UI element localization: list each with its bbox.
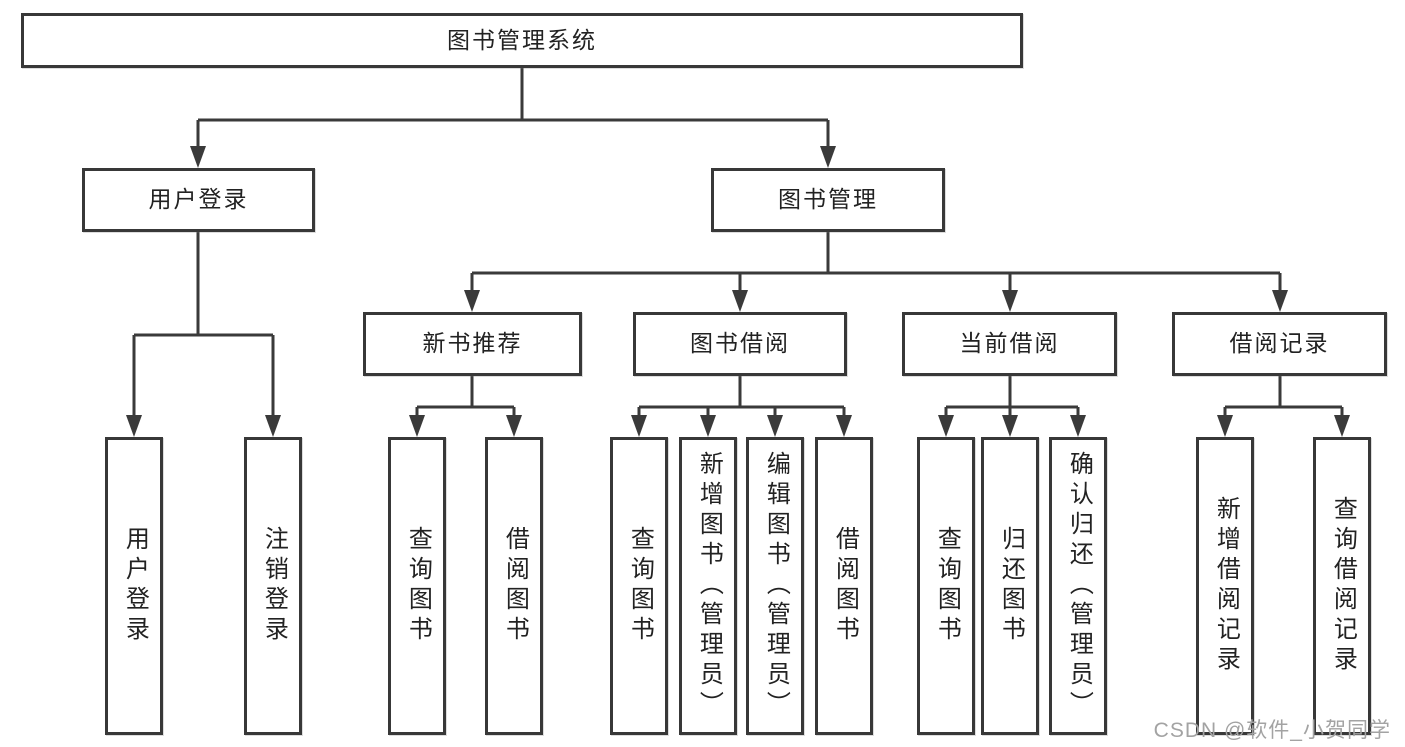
connector-book-mgmt-to-level3 xyxy=(470,232,1282,291)
arrowhead xyxy=(938,415,954,437)
node-root: 图书管理系统 xyxy=(21,13,1023,68)
node-book-management: 图书管理 xyxy=(711,168,945,232)
arrowhead xyxy=(1272,290,1288,312)
arrowhead xyxy=(1002,415,1018,437)
leaf-add-borrow-record: 新增借阅记录 xyxy=(1196,437,1254,735)
arrowhead xyxy=(1334,415,1350,437)
arrowhead xyxy=(732,290,748,312)
arrowhead xyxy=(700,415,716,437)
arrowhead xyxy=(464,290,480,312)
leaf-query-borrow-record: 查询借阅记录 xyxy=(1313,437,1371,735)
arrowhead xyxy=(1070,415,1086,437)
arrowhead xyxy=(506,415,522,437)
leaf-query-books-current: 查询图书 xyxy=(917,437,975,735)
node-borrow-records: 借阅记录 xyxy=(1172,312,1387,376)
arrowhead xyxy=(265,415,281,437)
connector-user-login-to-leaves xyxy=(132,232,275,416)
node-user-login: 用户登录 xyxy=(82,168,315,232)
node-new-book-recommend: 新书推荐 xyxy=(363,312,582,376)
connector-book-borrow-to-leaves xyxy=(637,376,846,416)
arrowhead xyxy=(1002,290,1018,312)
node-book-borrow: 图书借阅 xyxy=(633,312,847,376)
leaf-logout: 注销登录 xyxy=(244,437,302,735)
leaf-borrow-books-recommend: 借阅图书 xyxy=(485,437,543,735)
leaf-add-book-admin: 新增图书（管理员） xyxy=(679,437,737,735)
leaf-borrow-books-borrow: 借阅图书 xyxy=(815,437,873,735)
arrowhead xyxy=(767,415,783,437)
arrowhead xyxy=(836,415,852,437)
leaf-user-login: 用户登录 xyxy=(105,437,163,735)
arrowhead xyxy=(1217,415,1233,437)
node-current-borrow: 当前借阅 xyxy=(902,312,1117,376)
connector-root-to-level2 xyxy=(196,68,830,147)
leaf-confirm-return-admin: 确认归还（管理员） xyxy=(1049,437,1107,735)
arrowhead xyxy=(631,415,647,437)
connector-new-book-to-leaves xyxy=(415,376,516,416)
arrowhead xyxy=(190,146,206,168)
leaf-return-book: 归还图书 xyxy=(981,437,1039,735)
arrowhead xyxy=(126,415,142,437)
leaf-edit-book-admin: 编辑图书（管理员） xyxy=(746,437,804,735)
leaf-query-books-recommend: 查询图书 xyxy=(388,437,446,735)
arrowhead xyxy=(409,415,425,437)
connector-current-borrow-to-leaves xyxy=(944,376,1080,416)
connector-borrow-record-to-leaves xyxy=(1223,376,1344,416)
leaf-query-books-borrow: 查询图书 xyxy=(610,437,668,735)
watermark: CSDN @软件_小贺同学 xyxy=(1153,719,1391,742)
arrowhead xyxy=(820,146,836,168)
